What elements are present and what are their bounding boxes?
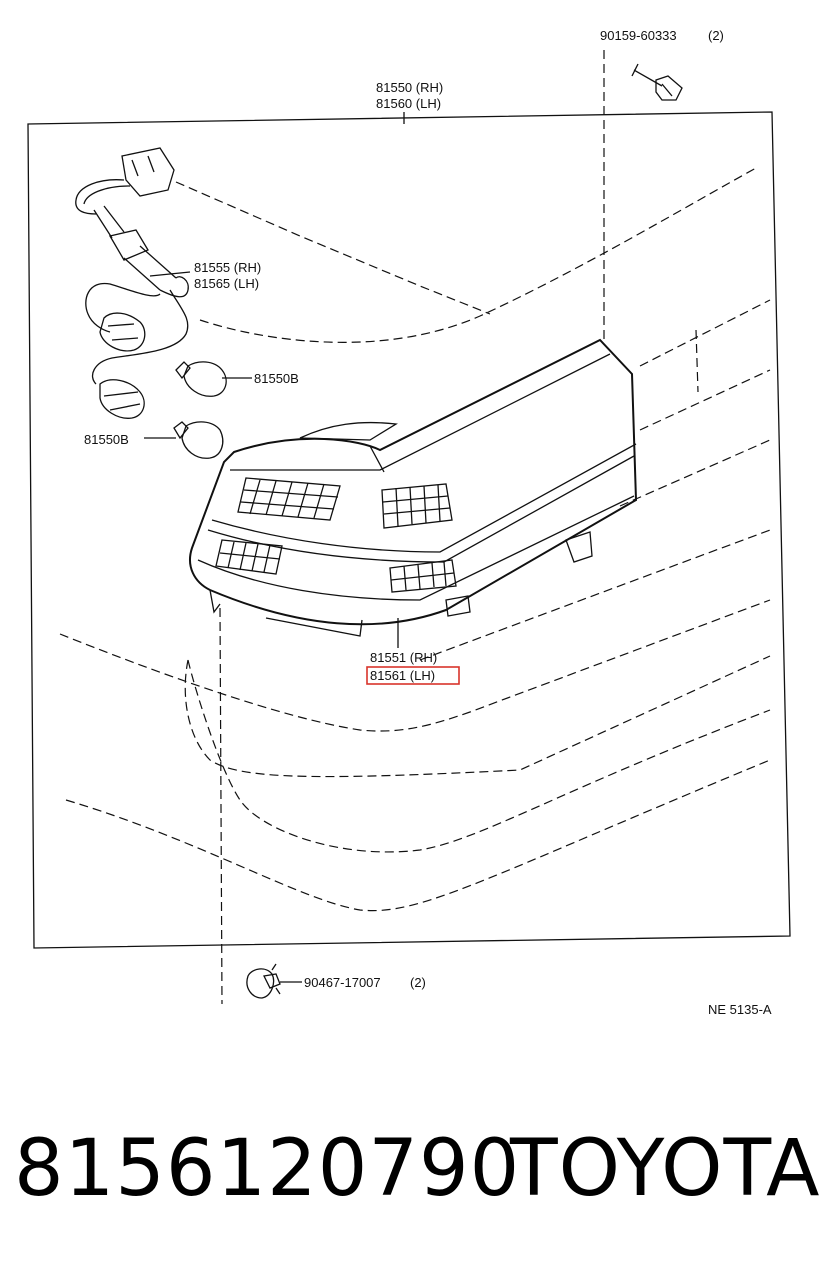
bolt-top-icon <box>631 63 683 101</box>
label-socket-rh: 81555 (RH) <box>194 260 261 275</box>
clip-bottom-icon <box>246 963 302 999</box>
socket-leader <box>175 181 491 315</box>
part-number: 8156120790 <box>14 1124 521 1214</box>
label-bolt-top: 90159-60333 <box>600 28 677 43</box>
clip-bottom-leader <box>219 607 223 1005</box>
tail-lamp-lens-icon <box>189 338 638 637</box>
highlight-box <box>366 666 460 685</box>
label-bulb-b: 81550B <box>84 432 129 447</box>
socket-label-line <box>149 271 191 277</box>
socket-harness-icon <box>75 147 189 419</box>
parts-diagram: 90159-60333 (2) 81550 (RH) 81560 (LH) 81… <box>27 28 791 1017</box>
assembly-frame <box>27 111 791 949</box>
label-clip-bottom-qty: (2) <box>410 975 426 990</box>
footer: 8156120790 TOYOTA <box>0 1130 824 1240</box>
label-socket-lh: 81565 (LH) <box>194 276 259 291</box>
label-clip-bottom: 90467-17007 <box>304 975 381 990</box>
brand-name: TOYOTA <box>510 1124 821 1214</box>
body-panel-outline <box>59 167 771 912</box>
label-lens-lh: 81561 (LH) <box>370 668 435 683</box>
label-lens-rh: 81551 (RH) <box>370 650 437 665</box>
label-assembly-rh: 81550 (RH) <box>376 80 443 95</box>
label-bulb-a: 81550B <box>254 371 299 386</box>
bulb-a-icon <box>175 361 252 397</box>
label-bolt-top-qty: (2) <box>708 28 724 43</box>
bulb-b-icon <box>144 421 224 459</box>
label-assembly-lh: 81560 (LH) <box>376 96 441 111</box>
figure-code: NE 5135-A <box>708 1002 772 1017</box>
